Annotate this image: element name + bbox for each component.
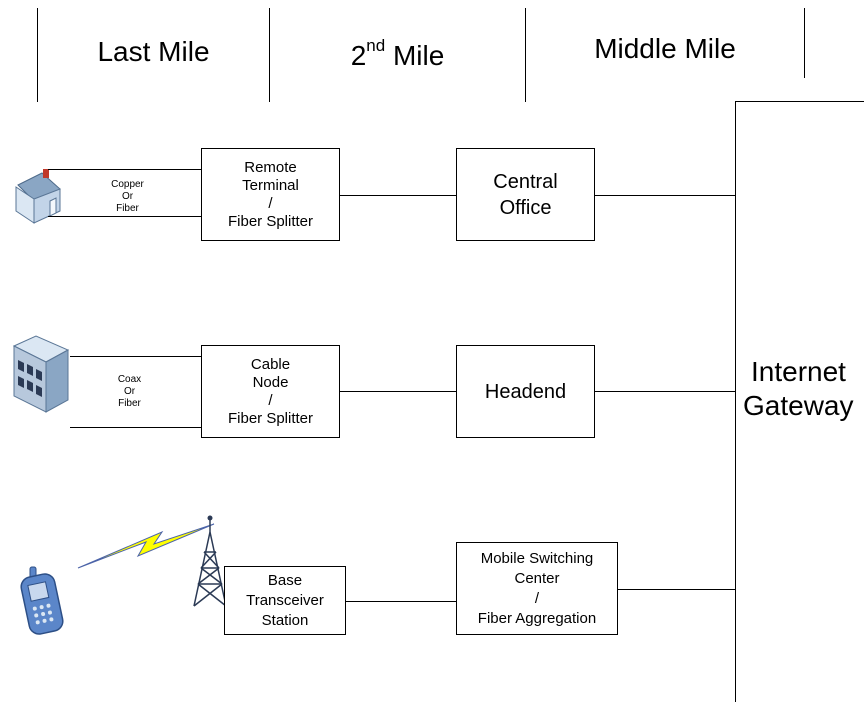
second-mile-word: Mile [385,40,444,71]
second-mile-ordinal: nd [366,36,385,55]
msc-to-gateway-line [618,589,735,590]
cable-node-box: Cable Node / Fiber Splitter [201,345,340,438]
box-label-line: Central [493,169,557,195]
box-label-line: Fiber Splitter [228,410,313,428]
middle-mile-header: Middle Mile [526,33,804,65]
office-building-icon [12,334,72,414]
medium-label-line: Coax [118,374,141,386]
gateway-line-1: Internet [751,355,854,389]
headend-label: Headend [485,380,566,404]
medium-label-line: Or [122,191,133,203]
coax-medium-label: Coax Or Fiber [102,374,157,410]
coax-line-top [70,356,201,357]
rt-to-co-line [340,195,456,196]
gateway-line-2: Gateway [743,389,854,423]
box-label-line: Remote [244,159,297,177]
medium-label-line: Fiber [118,398,141,410]
coax-line-bottom [70,427,201,428]
box-label-line: Transceiver [246,591,324,611]
last-mile-header: Last Mile [38,36,269,68]
internet-gateway-label: Internet Gateway [751,355,854,423]
box-label-line: Fiber Aggregation [478,609,596,629]
box-label-line: / [268,392,272,410]
medium-label-line: Or [124,386,135,398]
copper-line-top [48,169,201,170]
medium-label-line: Copper [111,179,144,191]
mobile-switching-center-box: Mobile Switching Center / Fiber Aggregat… [456,542,618,635]
second-mile-header: 2nd Mile [270,36,525,72]
base-transceiver-station-box: Base Transceiver Station [224,566,346,635]
copper-line-bottom [48,216,201,217]
box-label-line: Node [253,374,289,392]
remote-terminal-box: Remote Terminal / Fiber Splitter [201,148,340,241]
medium-label-line: Fiber [116,203,139,215]
node-to-headend-line [340,391,456,392]
box-label-line: Office [500,195,552,221]
box-label-line: Center [514,569,559,589]
box-label-line: Base [268,571,302,591]
box-label-line: Station [262,611,309,631]
box-label-line: / [535,589,539,609]
mobile-phone-icon [22,567,72,637]
bts-to-msc-line [346,601,456,602]
box-label-line: Mobile Switching [481,549,594,569]
central-office-box: Central Office [456,148,595,241]
column-divider-4 [804,8,805,78]
box-label-line: Terminal [242,177,299,195]
co-to-gateway-line [595,195,735,196]
box-label-line: / [268,195,272,213]
second-mile-number: 2 [351,40,367,71]
headend-box: Headend [456,345,595,438]
box-label-line: Cable [251,356,290,374]
box-label-line: Fiber Splitter [228,213,313,231]
headend-to-gateway-line [595,391,735,392]
copper-medium-label: Copper Or Fiber [100,179,155,215]
house-icon [12,163,72,223]
